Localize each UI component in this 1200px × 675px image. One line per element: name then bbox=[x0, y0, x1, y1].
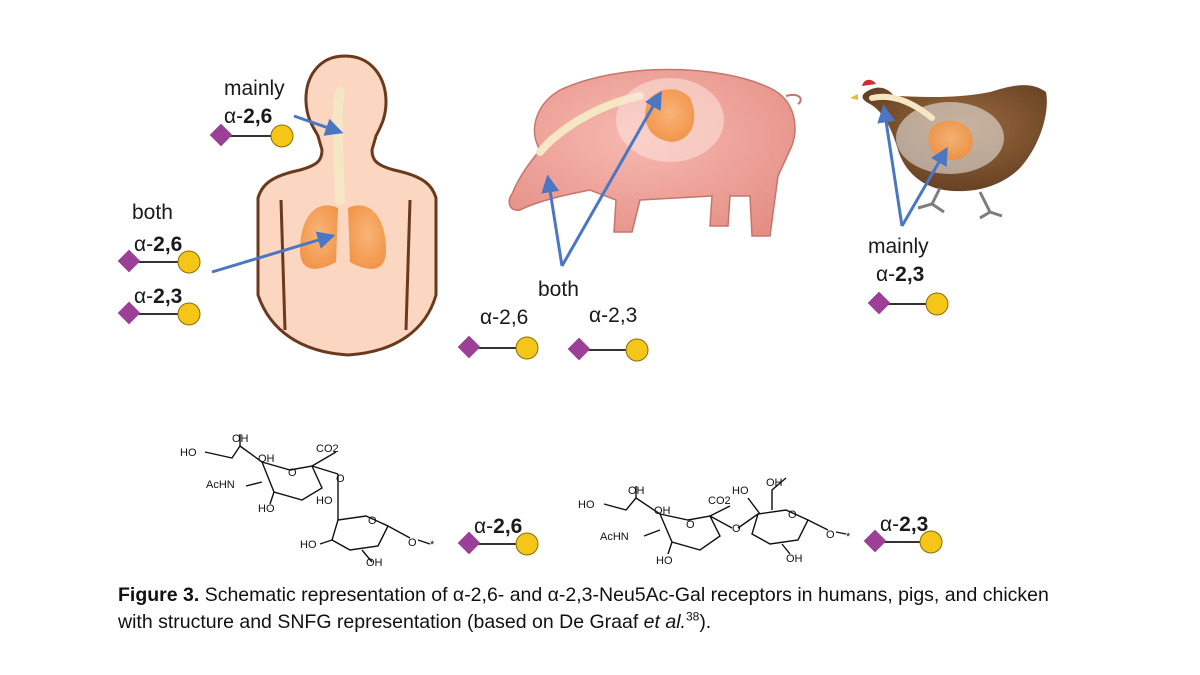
caption-text: Schematic representation of α-2,6- and α… bbox=[118, 584, 1049, 633]
arrow-chicken-lung bbox=[900, 146, 948, 227]
chem-label: HO bbox=[732, 485, 749, 497]
chem-label: AcHN bbox=[206, 479, 235, 491]
chicken-image bbox=[850, 79, 1047, 220]
chem-label: CO2 bbox=[316, 443, 339, 455]
neu5ac-diamond-icon bbox=[867, 291, 891, 315]
snfg-pig-23 bbox=[567, 337, 649, 362]
gal-circle-icon bbox=[515, 532, 539, 556]
chem-label: OH bbox=[232, 433, 249, 445]
chem-label: OH bbox=[766, 477, 783, 489]
neu5ac-diamond-icon bbox=[863, 529, 887, 553]
chem-label: HO bbox=[180, 447, 197, 459]
chem-label: OH bbox=[258, 453, 275, 465]
chem-label: O bbox=[788, 509, 797, 521]
figure-caption: Figure 3. Schematic representation of α-… bbox=[118, 582, 1078, 636]
caption-italic: et al. bbox=[643, 611, 686, 633]
chem-labels-right: HO OH OH CO2 HO OH AcHN HO OH O O O O * bbox=[578, 477, 851, 567]
human-linkage-2-6: α-2,6 bbox=[134, 233, 183, 256]
human-top-qualifier: mainly bbox=[224, 77, 285, 100]
chem-label: O bbox=[336, 473, 345, 485]
chem-label: HO bbox=[578, 499, 595, 511]
pig-image bbox=[508, 68, 802, 237]
snfg-chicken-23 bbox=[867, 291, 949, 316]
chicken-qualifier: mainly bbox=[868, 235, 929, 258]
chem-structure-alpha-2-3 bbox=[603, 477, 847, 555]
snfg-pig-26 bbox=[457, 335, 539, 360]
chem-label: O bbox=[368, 515, 377, 527]
human-mid-qualifier: both bbox=[132, 201, 173, 224]
snfg-struct-26 bbox=[457, 531, 539, 556]
chem-label: OH bbox=[786, 553, 803, 565]
gal-circle-icon bbox=[925, 292, 949, 316]
chem-label: OH bbox=[654, 505, 671, 517]
gal-circle-icon bbox=[270, 124, 294, 148]
chem-label: HO bbox=[300, 539, 317, 551]
human-top-linkage: α-2,6 bbox=[224, 105, 273, 128]
arrow-pig-trachea bbox=[541, 174, 564, 267]
neu5ac-diamond-icon bbox=[457, 335, 481, 359]
caption-end: ). bbox=[699, 611, 712, 633]
arrow-pig-lung bbox=[560, 90, 662, 267]
chem-label: O bbox=[826, 529, 835, 541]
pig-linkage-2-6: α-2,6 bbox=[480, 306, 529, 329]
chem-label: AcHN bbox=[600, 531, 629, 543]
human-silhouette bbox=[256, 54, 438, 357]
caption-reference: 38 bbox=[685, 609, 700, 624]
pig-qualifier: both bbox=[538, 278, 579, 301]
gal-circle-icon bbox=[919, 530, 943, 554]
chem-label: * bbox=[430, 539, 435, 551]
gal-circle-icon bbox=[177, 250, 201, 274]
chem-label: O bbox=[686, 519, 695, 531]
chem-label: OH bbox=[628, 485, 645, 497]
chem-label: O bbox=[288, 467, 297, 479]
neu5ac-diamond-icon bbox=[457, 531, 481, 555]
chem-label: HO bbox=[656, 555, 673, 567]
human-linkage-2-3: α-2,3 bbox=[134, 285, 183, 308]
chem-label: CO2 bbox=[708, 495, 731, 507]
chem-label: * bbox=[846, 531, 851, 543]
struct-linkage-2-6: α-2,6 bbox=[474, 515, 523, 538]
arrow-human-lower bbox=[211, 231, 336, 274]
chem-label: HO bbox=[316, 495, 333, 507]
figure-label: Figure 3. bbox=[118, 584, 200, 606]
neu5ac-diamond-icon bbox=[567, 337, 591, 361]
arrow-chicken-trachea bbox=[877, 104, 904, 227]
arrows bbox=[211, 90, 948, 274]
chicken-linkage-2-3: α-2,3 bbox=[876, 263, 925, 286]
chem-structure-alpha-2-6 bbox=[204, 434, 431, 563]
chem-label: O bbox=[408, 537, 417, 549]
snfg-struct-23 bbox=[863, 529, 943, 554]
struct-linkage-2-3: α-2,3 bbox=[880, 513, 929, 536]
gal-circle-icon bbox=[515, 336, 539, 360]
arrow-human-upper bbox=[293, 114, 344, 136]
gal-circle-icon bbox=[625, 338, 649, 362]
chem-labels-left: OH HO OH CO2 AcHN HO HO HO OH O O O O * bbox=[180, 433, 435, 569]
pig-linkage-2-3: α-2,3 bbox=[589, 304, 638, 327]
chem-label: OH bbox=[366, 557, 383, 569]
chem-label: O bbox=[732, 523, 741, 535]
gal-circle-icon bbox=[177, 302, 201, 326]
chem-label: HO bbox=[258, 503, 275, 515]
